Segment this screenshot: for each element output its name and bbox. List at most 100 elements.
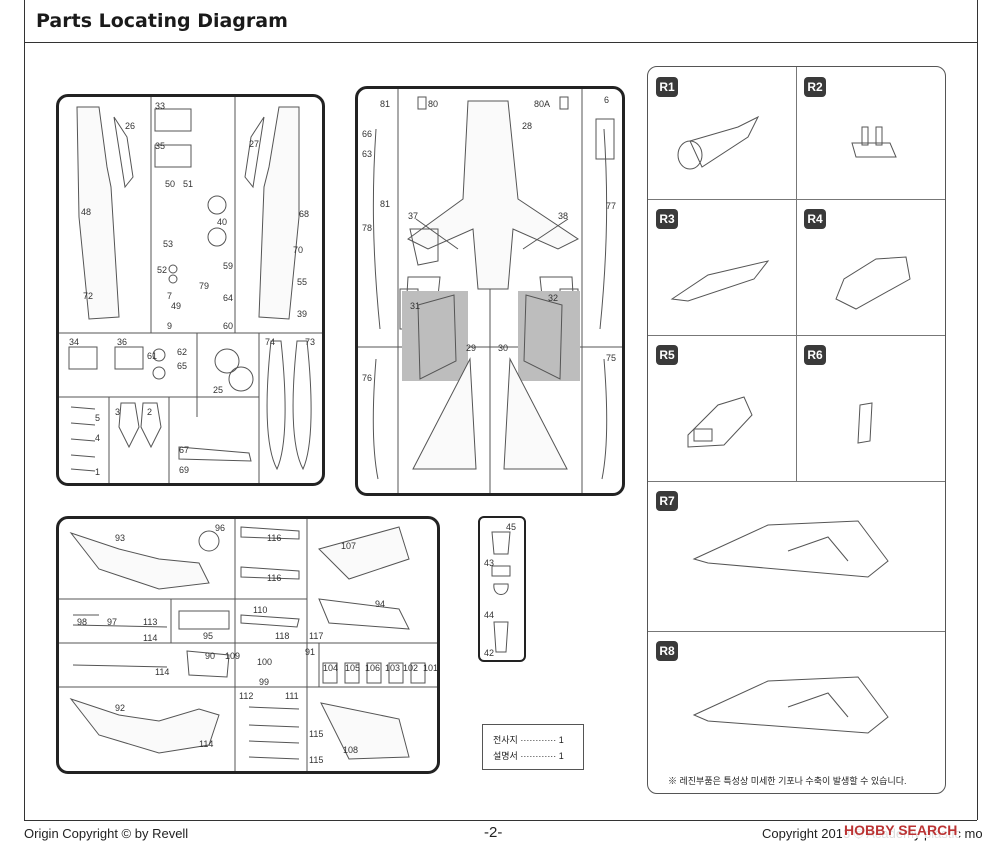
svg-text:2: 2 xyxy=(147,407,152,417)
svg-text:35: 35 xyxy=(155,141,165,151)
header-bar xyxy=(24,0,977,43)
svg-text:116: 116 xyxy=(267,573,281,583)
svg-text:45: 45 xyxy=(506,522,516,532)
svg-text:59: 59 xyxy=(223,261,233,271)
svg-text:67: 67 xyxy=(179,445,189,455)
svg-text:37: 37 xyxy=(408,211,418,221)
svg-text:110: 110 xyxy=(253,605,267,615)
svg-text:64: 64 xyxy=(223,293,233,303)
svg-text:97: 97 xyxy=(107,617,117,627)
svg-text:115: 115 xyxy=(309,755,323,765)
contents-legend: 전사지 ············ 1 설명서 ············ 1 xyxy=(482,724,584,770)
svg-text:113: 113 xyxy=(143,617,157,627)
svg-text:48: 48 xyxy=(81,207,91,217)
sprue-d-labels: 45 43 44 42 xyxy=(484,522,516,658)
svg-text:65: 65 xyxy=(177,361,187,371)
svg-text:116: 116 xyxy=(267,533,281,543)
svg-text:42: 42 xyxy=(484,648,494,658)
footer-origin-copyright: Origin Copyright © by Revell xyxy=(24,826,189,841)
svg-text:9: 9 xyxy=(167,321,172,331)
svg-text:105: 105 xyxy=(345,663,360,673)
page-title: Parts Locating Diagram xyxy=(36,10,288,32)
svg-text:33: 33 xyxy=(155,101,165,111)
sprue-b: 81 80 80A 6 66 63 28 81 37 38 77 78 31 3… xyxy=(355,86,625,496)
svg-text:68: 68 xyxy=(299,209,309,219)
resin-cell-r1: R1 xyxy=(648,67,797,200)
svg-text:90: 90 xyxy=(205,651,215,661)
svg-text:29: 29 xyxy=(466,343,476,353)
svg-text:52: 52 xyxy=(157,265,167,275)
resin-note: ※ 레진부품은 특성상 미세한 기포나 수축이 발생할 수 있습니다. xyxy=(668,776,907,786)
svg-text:79: 79 xyxy=(199,281,209,291)
svg-text:30: 30 xyxy=(498,343,508,353)
svg-text:92: 92 xyxy=(115,703,125,713)
svg-text:28: 28 xyxy=(522,121,532,131)
svg-text:53: 53 xyxy=(163,239,173,249)
sprue-a: 26 33 35 27 48 50 51 40 68 53 52 59 70 7… xyxy=(56,94,325,486)
sprue-d: 45 43 44 42 xyxy=(478,516,526,662)
svg-text:107: 107 xyxy=(341,541,356,551)
svg-text:74: 74 xyxy=(265,337,275,347)
svg-text:66: 66 xyxy=(362,129,372,139)
svg-text:112: 112 xyxy=(239,691,253,701)
sprue-d-drawing: 45 43 44 42 xyxy=(484,522,516,658)
badge-r3: R3 xyxy=(656,209,678,229)
resin-parts-box: R1 R2 R3 R4 R5 R6 R7 R8 ※ 레진부품 xyxy=(647,66,946,794)
svg-text:100: 100 xyxy=(257,657,272,667)
part-r7-drawing xyxy=(692,520,889,578)
svg-text:94: 94 xyxy=(375,599,385,609)
svg-text:114: 114 xyxy=(143,633,157,643)
svg-text:75: 75 xyxy=(606,353,616,363)
watermark: HOBBY SEARCH xyxy=(842,822,960,838)
svg-text:114: 114 xyxy=(155,667,169,677)
sprue-a-labels: 26 33 35 27 48 50 51 40 68 53 52 59 70 7… xyxy=(69,101,315,477)
svg-text:39: 39 xyxy=(297,309,307,319)
svg-text:55: 55 xyxy=(297,277,307,287)
resin-cell-r7: R7 xyxy=(648,481,945,632)
svg-text:25: 25 xyxy=(213,385,223,395)
svg-text:36: 36 xyxy=(117,337,127,347)
svg-text:5: 5 xyxy=(95,413,100,423)
part-r4-drawing xyxy=(835,256,911,310)
svg-text:7: 7 xyxy=(167,291,172,301)
sprue-b-drawing: 81 80 80A 6 66 63 28 81 37 38 77 78 31 3… xyxy=(358,89,622,493)
svg-text:44: 44 xyxy=(484,610,494,620)
badge-r7: R7 xyxy=(656,491,678,511)
legend-manual: 설명서 ············ 1 xyxy=(493,751,564,761)
part-r6-drawing xyxy=(857,402,873,444)
svg-text:76: 76 xyxy=(362,373,372,383)
svg-text:101: 101 xyxy=(423,663,437,673)
svg-text:117: 117 xyxy=(309,631,323,641)
svg-text:73: 73 xyxy=(305,337,315,347)
svg-text:70: 70 xyxy=(293,245,303,255)
svg-text:81: 81 xyxy=(380,199,390,209)
svg-text:95: 95 xyxy=(203,631,213,641)
resin-cell-r8: R8 ※ 레진부품은 특성상 미세한 기포나 수축이 발생할 수 있습니다. xyxy=(648,631,945,793)
svg-text:115: 115 xyxy=(309,729,323,739)
svg-text:96: 96 xyxy=(215,523,225,533)
svg-text:38: 38 xyxy=(558,211,568,221)
footer-rule xyxy=(24,820,977,821)
svg-text:91: 91 xyxy=(305,647,315,657)
badge-r5: R5 xyxy=(656,345,678,365)
svg-text:26: 26 xyxy=(125,121,135,131)
part-r2-drawing xyxy=(851,126,897,158)
svg-text:104: 104 xyxy=(323,663,338,673)
svg-text:103: 103 xyxy=(385,663,400,673)
resin-cell-r3: R3 xyxy=(648,199,797,336)
sprue-b-labels: 81 80 80A 6 66 63 28 81 37 38 77 78 31 3… xyxy=(362,95,616,383)
svg-text:63: 63 xyxy=(362,149,372,159)
badge-r2: R2 xyxy=(804,77,826,97)
sprue-c-drawing: 93 96 116 107 116 94 98 97 113 114 95 11… xyxy=(59,519,437,771)
resin-cell-r2: R2 xyxy=(796,67,945,200)
svg-text:114: 114 xyxy=(199,739,213,749)
svg-text:93: 93 xyxy=(115,533,125,543)
svg-text:80: 80 xyxy=(428,99,438,109)
svg-text:80A: 80A xyxy=(534,99,550,109)
svg-text:77: 77 xyxy=(606,201,616,211)
svg-text:6: 6 xyxy=(604,95,609,105)
badge-r1: R1 xyxy=(656,77,678,97)
sprue-c: 93 96 116 107 116 94 98 97 113 114 95 11… xyxy=(56,516,440,774)
svg-text:61: 61 xyxy=(147,351,157,361)
svg-text:51: 51 xyxy=(183,179,193,189)
